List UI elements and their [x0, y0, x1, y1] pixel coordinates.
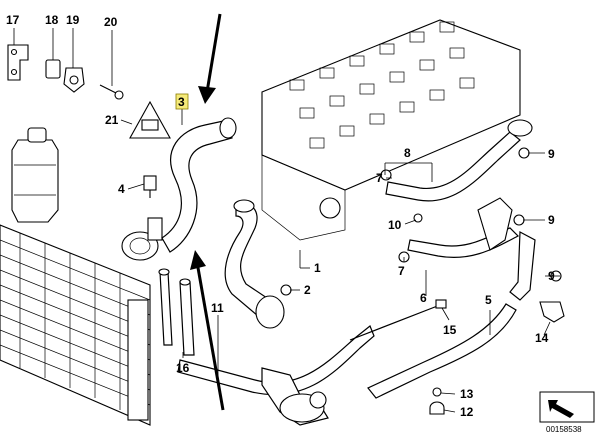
callout-12: 12 [460, 405, 474, 419]
callout-11: 11 [211, 301, 224, 315]
highlight-box-part-3 [175, 93, 189, 110]
callout-20: 20 [104, 15, 118, 29]
callout-2: 2 [304, 283, 311, 297]
callout-6: 6 [420, 291, 427, 305]
leader-lines [13, 28, 560, 413]
cable-tie-part-15 [349, 304, 441, 341]
callout-9-middle: 9 [548, 213, 555, 227]
callout-15: 15 [443, 323, 457, 337]
callout-7-lower: 7 [398, 264, 405, 278]
callout-8: 8 [404, 146, 411, 160]
engine-cylinder-head [261, 19, 521, 241]
hose-part-5 [509, 231, 536, 301]
bracket-part-9-right [477, 197, 513, 251]
callout-1: 1 [314, 261, 321, 275]
callout-19: 19 [66, 13, 80, 27]
callout-16: 16 [176, 361, 190, 375]
callout-7-upper: 7 [376, 171, 383, 185]
expansion-tank [11, 127, 59, 223]
pointer-arrow-bottom [190, 250, 225, 411]
callout-18: 18 [45, 13, 59, 27]
pipe-part-6 [407, 227, 520, 258]
temperature-sensor-part-4 [143, 175, 157, 198]
pipe-part-16 [158, 268, 195, 356]
radiator [0, 224, 151, 426]
warning-label-part-21 [129, 100, 171, 139]
callout-13: 13 [460, 387, 474, 401]
camshaft-caps [289, 21, 475, 149]
thermostat-housing [121, 217, 163, 261]
bracket-part-17 [7, 44, 29, 81]
reference-number: 00158538 [546, 425, 582, 434]
callout-14: 14 [535, 331, 549, 345]
callout-10: 10 [388, 218, 402, 232]
small-fasteners [280, 147, 562, 415]
hose-part-8 [385, 131, 521, 202]
callout-9-top: 9 [548, 147, 555, 161]
clamp-part-19 [63, 67, 85, 93]
callout-4: 4 [118, 182, 125, 196]
water-pump [279, 391, 327, 423]
clip-part-14 [539, 301, 565, 323]
callout-5: 5 [485, 293, 492, 307]
clip-part-18 [45, 59, 61, 79]
hose-part-5-lower [367, 303, 517, 399]
callout-3: 3 [178, 95, 185, 109]
bolt-part-20 [99, 84, 124, 100]
callout-21: 21 [105, 113, 119, 127]
navigation-arrow-icon [548, 400, 574, 418]
callout-17: 17 [6, 13, 20, 27]
hose-part-3 [161, 119, 233, 253]
callout-9-bottom: 9 [548, 269, 555, 283]
reference-box [539, 391, 595, 423]
pointer-arrow-top [198, 13, 222, 104]
